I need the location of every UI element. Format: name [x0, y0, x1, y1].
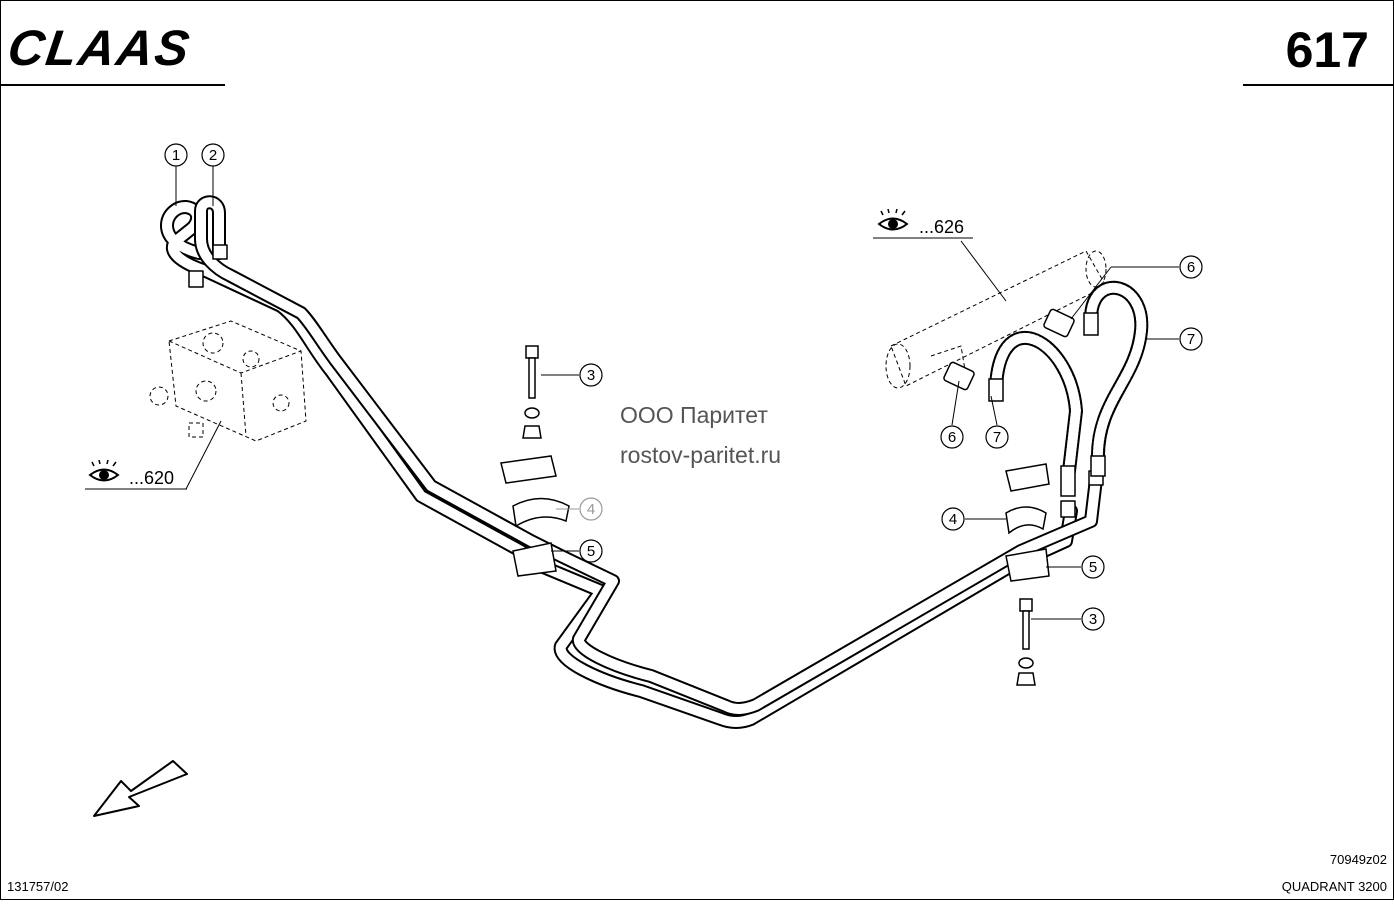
- doc-number: 131757/02: [7, 879, 68, 894]
- brand-logo-text: CLAAS: [4, 20, 194, 76]
- callout-label: 5: [1089, 559, 1097, 576]
- watermark-company: ООО Паритет: [620, 402, 768, 428]
- callout-label: 7: [1187, 331, 1195, 348]
- callout-5: 5: [579, 539, 603, 563]
- callout-label: 2: [209, 147, 217, 164]
- brand-logo: CLAAS: [4, 20, 194, 76]
- callout-7: 7: [1179, 327, 1203, 351]
- model-name: QUADRANT 3200: [1282, 879, 1387, 894]
- callout-1: 1: [164, 143, 188, 167]
- pipe-fitting: [212, 244, 228, 260]
- callout-label: 3: [587, 367, 595, 384]
- page-number: 617: [1286, 22, 1369, 78]
- callout-label: 4: [587, 501, 595, 518]
- callout-3: 3: [1081, 607, 1105, 631]
- callout-5: 5: [1081, 555, 1105, 579]
- cylinder-ref-leader: [960, 240, 1007, 302]
- hose-7-left: [989, 331, 1084, 478]
- valve-block: [149, 320, 307, 442]
- clamp-stack-left: [500, 345, 570, 577]
- pipe-1-outline: [160, 200, 1078, 729]
- callout-label: 4: [949, 511, 957, 528]
- adapter-fitting-6: [943, 308, 1075, 391]
- pipe-1-fill: [162, 202, 1076, 727]
- callout-label: 1: [172, 147, 180, 164]
- callout-3: 3: [579, 363, 603, 387]
- callout-7: 7: [985, 425, 1009, 449]
- valve-ref-leader: [185, 420, 222, 490]
- callout-label: 5: [587, 543, 595, 560]
- callout-2: 2: [201, 143, 225, 167]
- callout-4: 4: [941, 507, 965, 531]
- callout-6: 6: [940, 425, 964, 449]
- pipe-2-fill: [196, 197, 1101, 714]
- callout-label: 6: [948, 429, 956, 446]
- see-ref-626: ...626: [919, 217, 964, 237]
- drawing-number: 70949z02: [1330, 852, 1387, 867]
- eye-icon: [88, 459, 120, 482]
- callouts: [175, 166, 1179, 620]
- eye-icon: [877, 208, 909, 231]
- callout-6: 6: [1179, 255, 1203, 279]
- direction-arrow-icon: [93, 760, 188, 817]
- pipe-fitting: [1060, 500, 1076, 518]
- clamp-stack-right: [1005, 463, 1050, 686]
- watermark-url: rostov-paritet.ru: [620, 442, 781, 468]
- callout-4: 4: [579, 497, 603, 521]
- callout-label: 6: [1187, 259, 1195, 276]
- pipe-assembly: [160, 195, 1104, 729]
- hose-assembly: [988, 280, 1149, 497]
- callout-label: 3: [1089, 611, 1097, 628]
- callout-label: 7: [993, 429, 1001, 446]
- pipe-fitting: [188, 270, 204, 288]
- see-ref-620: ...620: [129, 468, 174, 488]
